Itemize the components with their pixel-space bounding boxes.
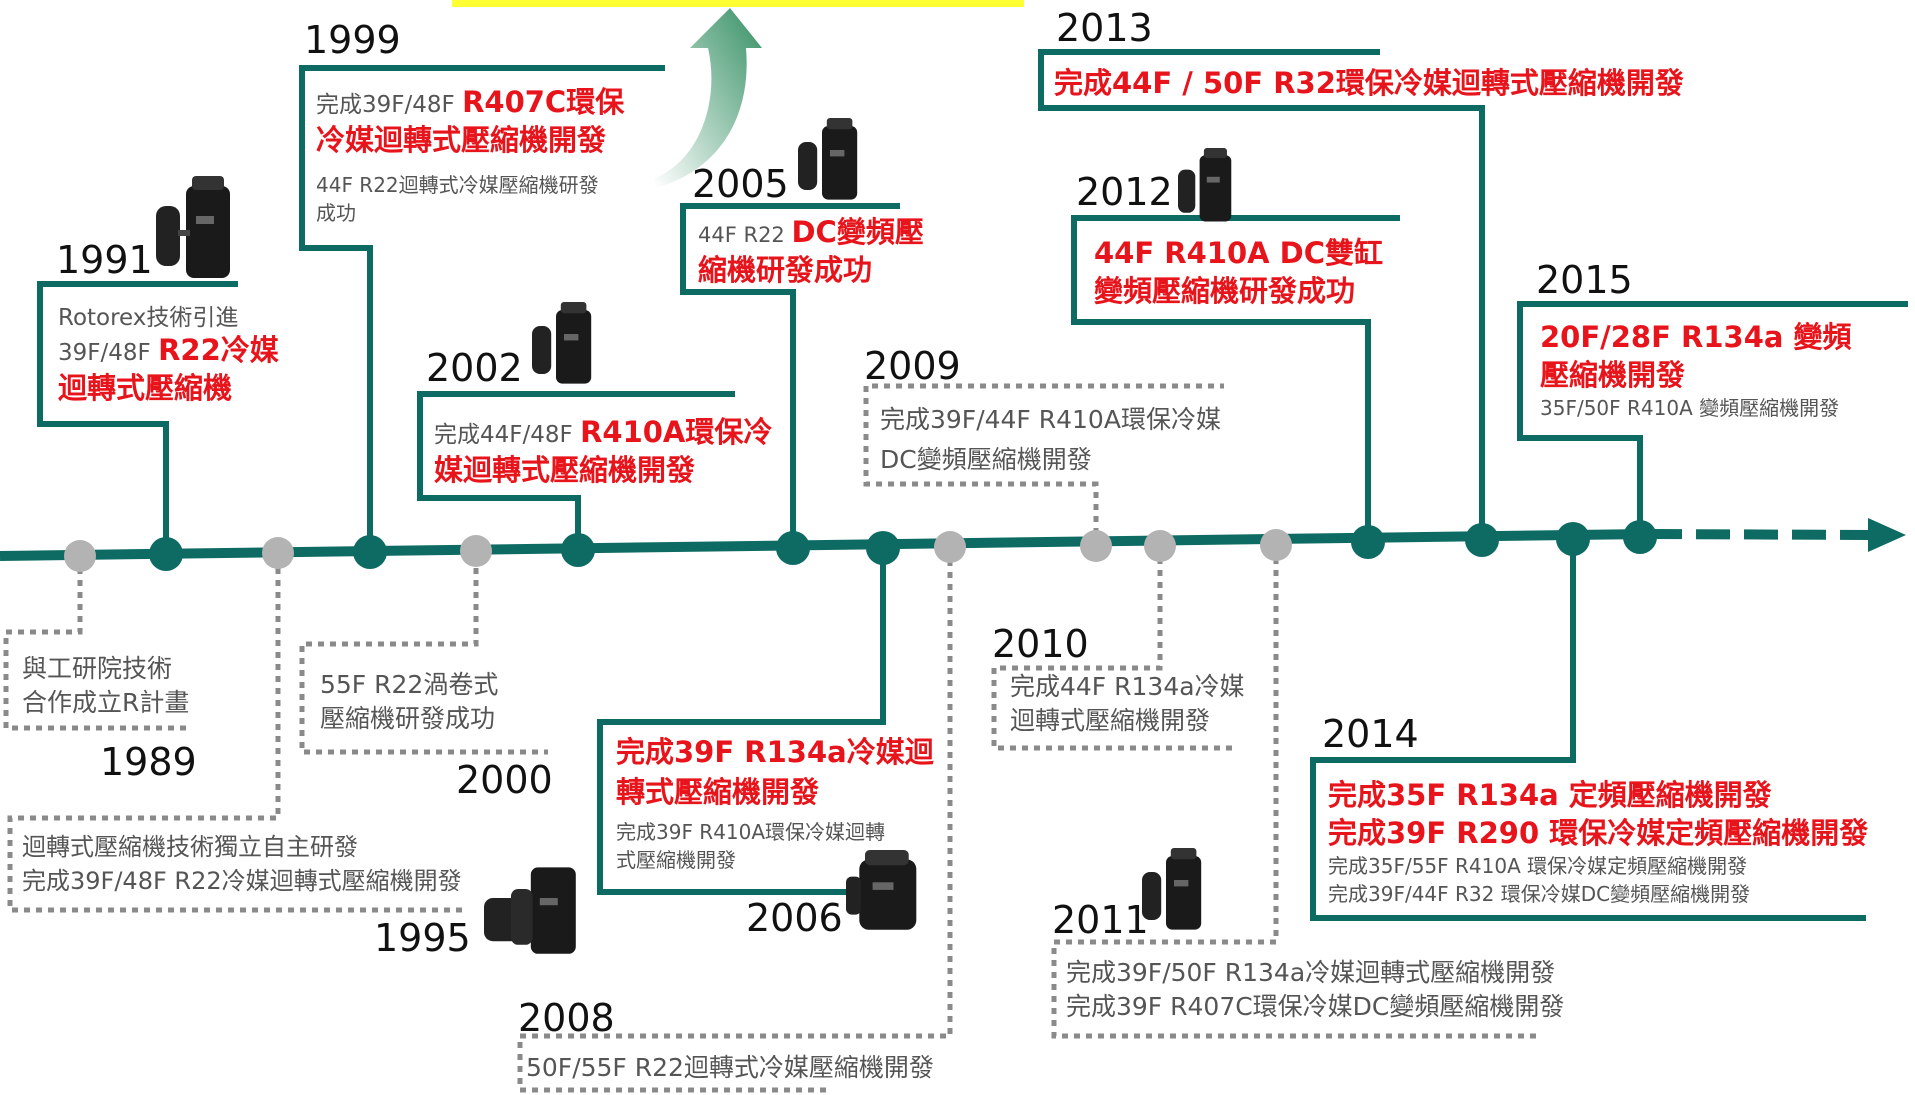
milestone-1991-text: Rotorex技術引進 39F/48F R22冷媒 迴轉式壓縮機 bbox=[58, 305, 279, 405]
milestone-1999-year: 1999 bbox=[304, 18, 401, 62]
milestone-1989-text: 與工研院技術 合作成立R計畫 bbox=[22, 654, 190, 717]
node-2006 bbox=[866, 531, 900, 565]
milestone-2013-text: 完成44F / 50F R32環保冷媒迴轉式壓縮機開發 bbox=[1054, 66, 1684, 100]
node-1989 bbox=[64, 540, 96, 572]
compressor-icon bbox=[532, 302, 592, 384]
node-2015 bbox=[1623, 520, 1657, 554]
timeline-nodes bbox=[64, 520, 1657, 572]
connector-1991 bbox=[37, 281, 238, 554]
highlight-bar bbox=[452, 0, 1024, 7]
growth-arrow-icon bbox=[655, 8, 762, 188]
milestone-2012-year: 2012 bbox=[1076, 170, 1173, 214]
milestone-1991-year: 1991 bbox=[56, 238, 153, 282]
milestone-2008-year: 2008 bbox=[518, 996, 615, 1040]
milestone-1989-year: 1989 bbox=[100, 740, 197, 784]
connector-2014 bbox=[1310, 540, 1866, 921]
milestone-2013-year: 2013 bbox=[1056, 6, 1153, 50]
milestone-2015-year: 2015 bbox=[1536, 258, 1633, 302]
compressor-icon bbox=[484, 867, 576, 954]
milestone-1995-year: 1995 bbox=[374, 916, 471, 960]
node-1995 bbox=[262, 537, 294, 569]
connector-2012 bbox=[1071, 215, 1400, 542]
milestone-2006-year: 2006 bbox=[746, 896, 843, 940]
milestone-2014-text: 完成35F R134a 定頻壓縮機開發 完成39F R290 環保冷媒定頻壓縮機… bbox=[1328, 778, 1869, 906]
milestone-2009-year: 2009 bbox=[864, 344, 961, 388]
node-2012 bbox=[1351, 525, 1385, 559]
compressor-icon bbox=[798, 118, 858, 200]
milestone-2011-year: 2011 bbox=[1052, 898, 1149, 942]
milestone-2010-year: 2010 bbox=[992, 622, 1089, 666]
milestone-2005-text: 44F R22 DC變頻壓 縮機研發成功 bbox=[698, 215, 924, 287]
node-2010 bbox=[1144, 530, 1176, 562]
node-2011 bbox=[1260, 529, 1292, 561]
timeline-arrowhead-icon bbox=[1868, 518, 1906, 552]
milestone-2002-text: 完成44F/48F R410A環保冷 媒迴轉式壓縮機開發 bbox=[434, 415, 773, 487]
node-2013 bbox=[1465, 523, 1499, 557]
compressor-icon bbox=[1142, 848, 1202, 930]
connector-2011 bbox=[1051, 546, 1536, 1039]
milestone-1995-text: 迴轉式壓縮機技術獨立自主研發 完成39F/48F R22冷媒迴轉式壓縮機開發 bbox=[22, 833, 462, 895]
milestone-2009-text: 完成39F/44F R410A環保冷媒 DC變頻壓縮機開發 bbox=[880, 405, 1221, 474]
milestone-2005-year: 2005 bbox=[692, 162, 789, 206]
milestone-2012-text: 44F R410A DC雙缸 變頻壓縮機研發成功 bbox=[1094, 236, 1384, 308]
connector-2013 bbox=[1038, 49, 1485, 540]
node-1999 bbox=[353, 535, 387, 569]
node-2014 bbox=[1556, 522, 1590, 556]
connector-2008 bbox=[517, 548, 953, 1093]
connector-2002 bbox=[417, 391, 735, 550]
milestone-2014-year: 2014 bbox=[1322, 712, 1419, 756]
connector-2009 bbox=[863, 383, 1224, 546]
connector-1995 bbox=[7, 556, 468, 913]
milestone-2006-text: 完成39F R134a冷媒迴 轉式壓縮機開發 完成39F R410A環保冷媒迴轉… bbox=[616, 735, 934, 872]
connector-2006 bbox=[597, 548, 886, 895]
connector-1989 bbox=[3, 556, 190, 731]
milestone-1999-text: 完成39F/48F R407C環保 冷媒迴轉式壓縮機開發 44F R22迴轉式冷… bbox=[316, 85, 625, 225]
connector-2015 bbox=[1517, 301, 1908, 536]
connector-1999 bbox=[299, 65, 665, 552]
milestone-2008-text: 50F/55F R22迴轉式冷媒壓縮機開發 bbox=[526, 1053, 934, 1082]
compressor-icon bbox=[846, 850, 917, 930]
milestone-2000-year: 2000 bbox=[456, 758, 553, 802]
milestone-2010-text: 完成44F R134a冷媒 迴轉式壓縮機開發 bbox=[1010, 672, 1245, 735]
connector-2010 bbox=[991, 546, 1232, 751]
node-2005 bbox=[776, 531, 810, 565]
milestone-2011-text: 完成39F/50F R134a冷媒迴轉式壓縮機開發 完成39F R407C環保冷… bbox=[1066, 958, 1565, 1021]
milestone-2000-text: 55F R22渦卷式 壓縮機研發成功 bbox=[320, 670, 499, 733]
node-2008 bbox=[934, 531, 966, 563]
node-1991 bbox=[149, 537, 183, 571]
connector-2005 bbox=[680, 203, 900, 548]
milestone-2015-text: 20F/28F R134a 變頻 壓縮機開發 35F/50F R410A 變頻壓… bbox=[1540, 320, 1852, 420]
compressor-icon bbox=[1178, 148, 1232, 222]
node-2002 bbox=[561, 533, 595, 567]
compressor-icon bbox=[156, 176, 230, 278]
milestone-2002-year: 2002 bbox=[426, 346, 523, 390]
node-2009 bbox=[1080, 530, 1112, 562]
node-2000 bbox=[460, 535, 492, 567]
